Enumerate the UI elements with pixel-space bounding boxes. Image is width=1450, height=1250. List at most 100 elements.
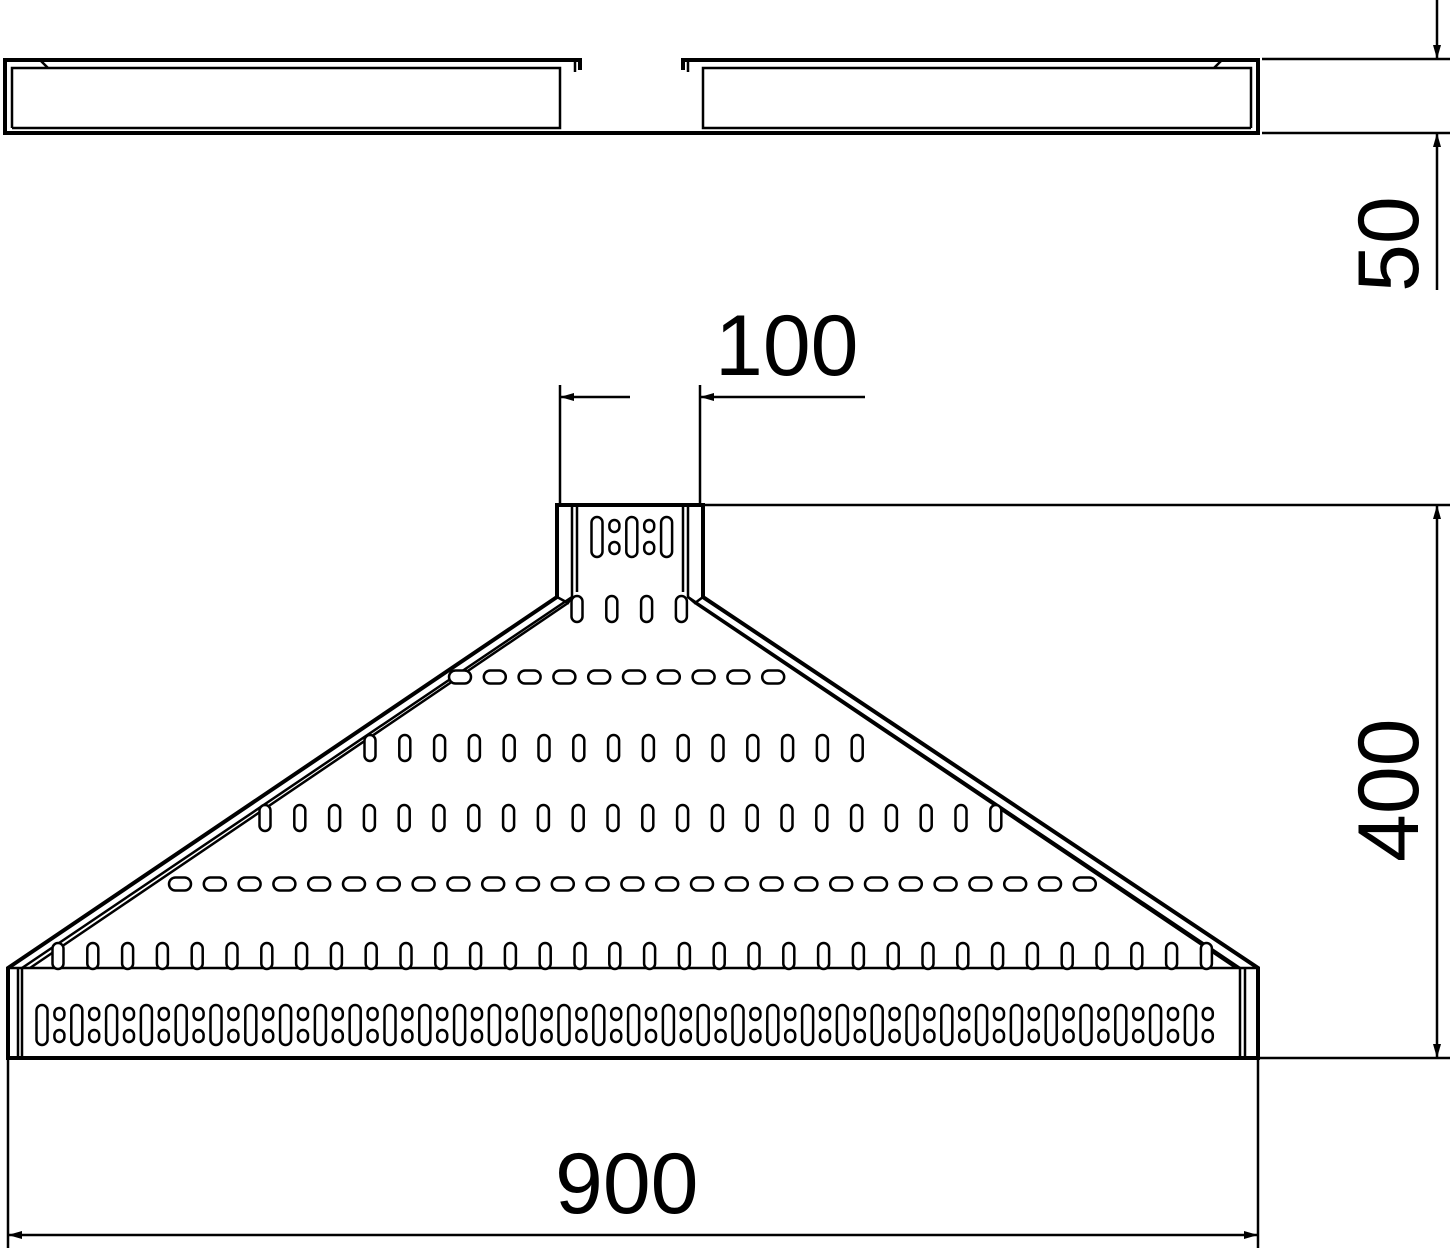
perforation-hole	[818, 1006, 832, 1022]
perforation-hole	[364, 941, 378, 971]
perforation-hole	[313, 1003, 328, 1047]
perforation-hole	[585, 876, 610, 892]
perforation-hole	[1027, 1028, 1041, 1044]
perforation-hole	[550, 876, 576, 892]
perforation-hole	[209, 1003, 223, 1047]
perforation-hole	[815, 733, 830, 763]
perforation-hole	[362, 803, 377, 833]
perforation-hole	[540, 1006, 553, 1022]
perforation-hole	[679, 1028, 693, 1044]
perforation-hole	[1002, 876, 1028, 892]
perforation-hole	[468, 941, 483, 971]
perforation-hole	[227, 1028, 240, 1044]
perforation-hole	[503, 941, 518, 971]
perforation-hole	[747, 941, 761, 971]
perforation-hole	[329, 941, 344, 971]
perforation-hole	[261, 1006, 275, 1022]
perforation-hole	[749, 1006, 762, 1022]
dimension-50: 50	[1262, 0, 1450, 292]
perforation-hole	[1044, 1003, 1058, 1047]
perforation-hole	[766, 1003, 780, 1047]
perforation-hole	[746, 733, 760, 763]
perforation-hole	[348, 1003, 362, 1047]
perforation-hole	[689, 876, 715, 892]
perforation-hole	[202, 876, 228, 892]
perforation-hole	[502, 733, 516, 763]
perforation-hole	[782, 941, 796, 971]
perforation-hole	[418, 1003, 432, 1047]
perforation-hole	[260, 941, 274, 971]
perforation-hole	[296, 1028, 310, 1044]
perforation-hole	[608, 518, 621, 534]
perforation-hole	[711, 733, 725, 763]
perforation-hole	[783, 1006, 797, 1022]
perforation-hole	[641, 733, 656, 763]
perforation-hole	[537, 733, 551, 763]
perforation-hole	[675, 803, 690, 833]
perforation-hole	[155, 941, 170, 971]
plan-view	[6, 503, 1260, 1060]
perforation-hole	[122, 1006, 136, 1022]
perforation-hole	[552, 669, 577, 685]
perforation-hole	[120, 941, 135, 971]
perforation-hole	[586, 669, 612, 685]
perforation-hole	[401, 1028, 414, 1044]
perforation-hole	[174, 1003, 188, 1047]
perforation-hole	[626, 1003, 641, 1047]
perforation-hole	[642, 941, 657, 971]
perforation-hole	[898, 876, 924, 892]
perforation-hole	[933, 876, 958, 892]
perforation-hole	[376, 876, 402, 892]
perforation-hole	[1183, 1003, 1198, 1047]
perforation-hole	[620, 876, 645, 892]
perforation-hole	[538, 941, 552, 971]
perforation-hole	[870, 1003, 884, 1047]
perforation-hole	[398, 733, 412, 763]
perforation-hole	[676, 733, 690, 763]
perforation-hole	[435, 1028, 449, 1044]
perforation-hole	[363, 733, 377, 763]
perforation-hole	[293, 803, 307, 833]
perforation-hole	[306, 876, 332, 892]
perforation-hole	[1062, 1006, 1075, 1022]
perforation-hole	[850, 733, 864, 763]
perforation-hole	[1114, 1003, 1128, 1047]
perforation-hole	[1072, 876, 1098, 892]
perforation-hole	[1027, 1006, 1041, 1022]
perforation-hole	[759, 876, 784, 892]
perforation-hole	[691, 669, 716, 685]
perforation-hole	[905, 1003, 919, 1047]
perforation-hole	[654, 876, 680, 892]
perforation-hole	[625, 515, 639, 559]
perforation-hole	[87, 1006, 101, 1022]
dimension-400: 400	[705, 503, 1450, 1060]
perforation-hole	[505, 1028, 519, 1044]
perforation-hole	[661, 1003, 676, 1047]
perforation-hole	[411, 876, 436, 892]
perforation-hole	[1037, 876, 1063, 892]
perforation-hole	[432, 803, 446, 833]
perforation-hole	[1060, 941, 1074, 971]
perforation-hole	[816, 941, 831, 971]
perforation-hole	[482, 669, 508, 685]
perforation-hole	[992, 1028, 1006, 1044]
perforation-hole	[644, 1028, 658, 1044]
perforation-hole	[992, 1006, 1006, 1022]
perforation-hole	[139, 1003, 154, 1047]
perforation-hole	[470, 1006, 484, 1022]
perforation-hole	[642, 518, 656, 534]
perforation-hole	[572, 733, 586, 763]
perforation-hole	[919, 803, 933, 833]
perforation-hole	[608, 540, 621, 556]
perforation-hole	[641, 803, 655, 833]
perforation-hole	[383, 1003, 397, 1047]
perforation-hole	[923, 1006, 936, 1022]
perforation-hole	[570, 594, 584, 624]
perforation-hole	[642, 540, 656, 556]
perforation-hole	[571, 803, 585, 833]
perforation-hole	[331, 1006, 345, 1022]
perforation-hole	[884, 803, 899, 833]
perforation-hole	[540, 1028, 553, 1044]
perforation-hole	[886, 941, 900, 971]
perforation-hole	[639, 594, 654, 624]
